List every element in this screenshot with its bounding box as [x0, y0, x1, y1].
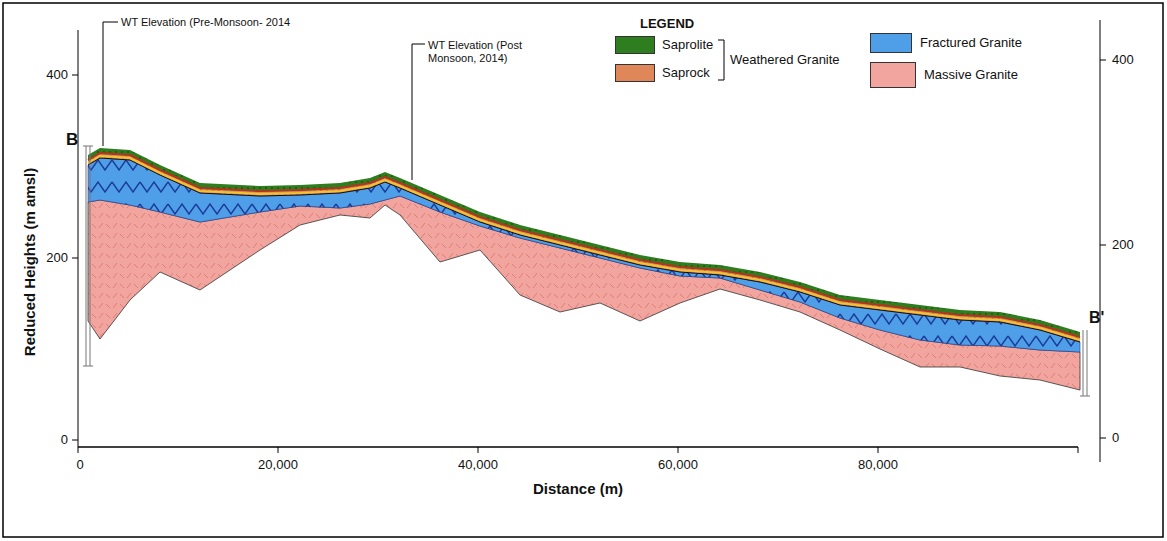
tick-label: 0	[61, 433, 68, 448]
legend-label: Massive Granite	[924, 68, 1018, 83]
leader-line	[412, 44, 425, 180]
tick-label: 80,000	[858, 458, 898, 473]
legend-label: Fractured Granite	[920, 36, 1022, 51]
legend-label: Saprolite	[662, 38, 713, 53]
legend-bracket	[718, 40, 724, 80]
legend-label: Saprock	[662, 66, 710, 81]
annotation: LEGEND	[640, 17, 694, 32]
tick-label: 40,000	[458, 458, 498, 473]
annotation: B'	[1089, 309, 1104, 327]
axis-title: Distance (m)	[533, 480, 623, 497]
right-axis	[1100, 20, 1101, 462]
leader-line	[103, 22, 118, 146]
legend-swatch	[870, 33, 912, 53]
saprolite-layer	[88, 148, 1080, 338]
annotation: Weathered Granite	[730, 53, 840, 68]
section-bar	[83, 146, 93, 366]
tick-label: 0	[1112, 431, 1119, 446]
tick-label: 0	[76, 458, 83, 473]
tick-label: 400	[46, 68, 68, 83]
y-ticks	[72, 75, 78, 440]
tick-label: 60,000	[658, 458, 698, 473]
tick-label: 200	[1112, 238, 1134, 253]
annotation: WT Elevation (Post Monsoon, 2014)	[428, 32, 546, 64]
massive-granite	[88, 196, 1080, 390]
legend-swatch	[615, 36, 655, 54]
annotation: B	[66, 130, 78, 150]
tick-label: 20,000	[258, 458, 298, 473]
right-ticks	[1100, 60, 1106, 438]
water-table-post	[88, 156, 1080, 340]
tick-label: 200	[46, 251, 68, 266]
y-axis	[78, 30, 79, 447]
legend-swatch	[615, 64, 655, 82]
annotation: WT Elevation (Pre-Monsoon- 2014	[121, 16, 290, 29]
x-axis	[78, 446, 1078, 448]
x-ticks	[78, 447, 1078, 453]
frame	[3, 3, 1163, 537]
water-table-pre	[88, 153, 1080, 337]
saprock-layer	[88, 154, 1080, 342]
tick-label: 400	[1112, 53, 1134, 68]
axis-title: Reduced Heights (m amsl)	[21, 168, 38, 356]
legend-swatch	[870, 62, 916, 88]
section-bar	[1080, 330, 1090, 396]
